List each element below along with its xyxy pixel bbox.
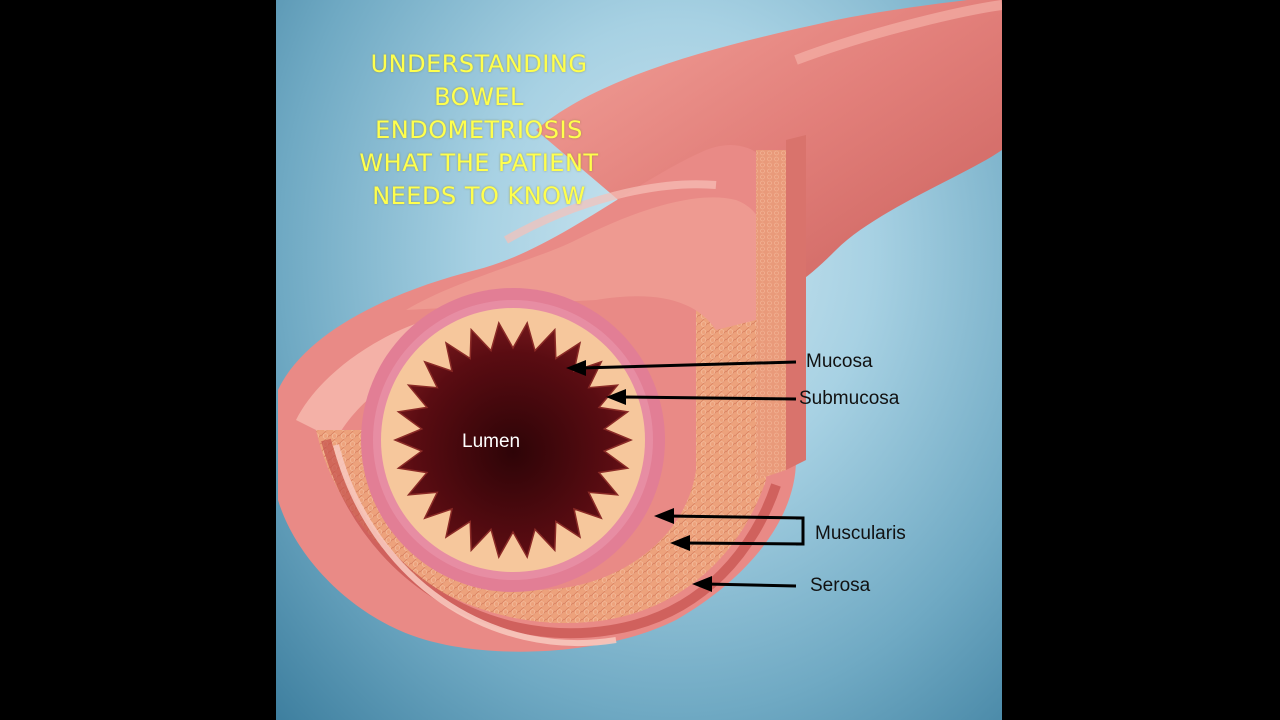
title-line: BOWEL bbox=[434, 83, 524, 111]
bowel-cross-section-illustration bbox=[278, 0, 1002, 652]
arrows bbox=[580, 360, 805, 588]
muscularis-arrow-lower bbox=[683, 541, 804, 546]
serosa-label: Serosa bbox=[810, 575, 871, 596]
serosa-arrow bbox=[705, 582, 797, 588]
lumen-villi bbox=[393, 320, 633, 560]
title-line: WHAT THE PATIENT bbox=[359, 149, 599, 177]
mucosa-arrow bbox=[580, 360, 797, 370]
diagram-panel: UNDERSTANDING BOWEL ENDOMETRIOSIS WHAT T… bbox=[276, 0, 1002, 720]
title-line: NEEDS TO KNOW bbox=[372, 182, 586, 210]
lumen-label: Lumen bbox=[462, 431, 521, 452]
submucosa-label: Submucosa bbox=[799, 388, 900, 409]
video-title: UNDERSTANDING BOWEL ENDOMETRIOSIS WHAT T… bbox=[324, 48, 634, 213]
right-wall-layers bbox=[756, 150, 786, 480]
mucosa-label: Mucosa bbox=[806, 351, 873, 372]
arrow-heads bbox=[566, 360, 712, 592]
muscularis-label: Muscularis bbox=[815, 523, 906, 544]
title-line: UNDERSTANDING bbox=[370, 50, 588, 78]
cut-face-muscularis bbox=[316, 300, 766, 624]
muscularis-bracket bbox=[796, 516, 805, 546]
muscularis-arrow-upper bbox=[667, 514, 804, 520]
title-line: ENDOMETRIOSIS bbox=[375, 116, 583, 144]
submucosa-arrow bbox=[620, 395, 797, 401]
